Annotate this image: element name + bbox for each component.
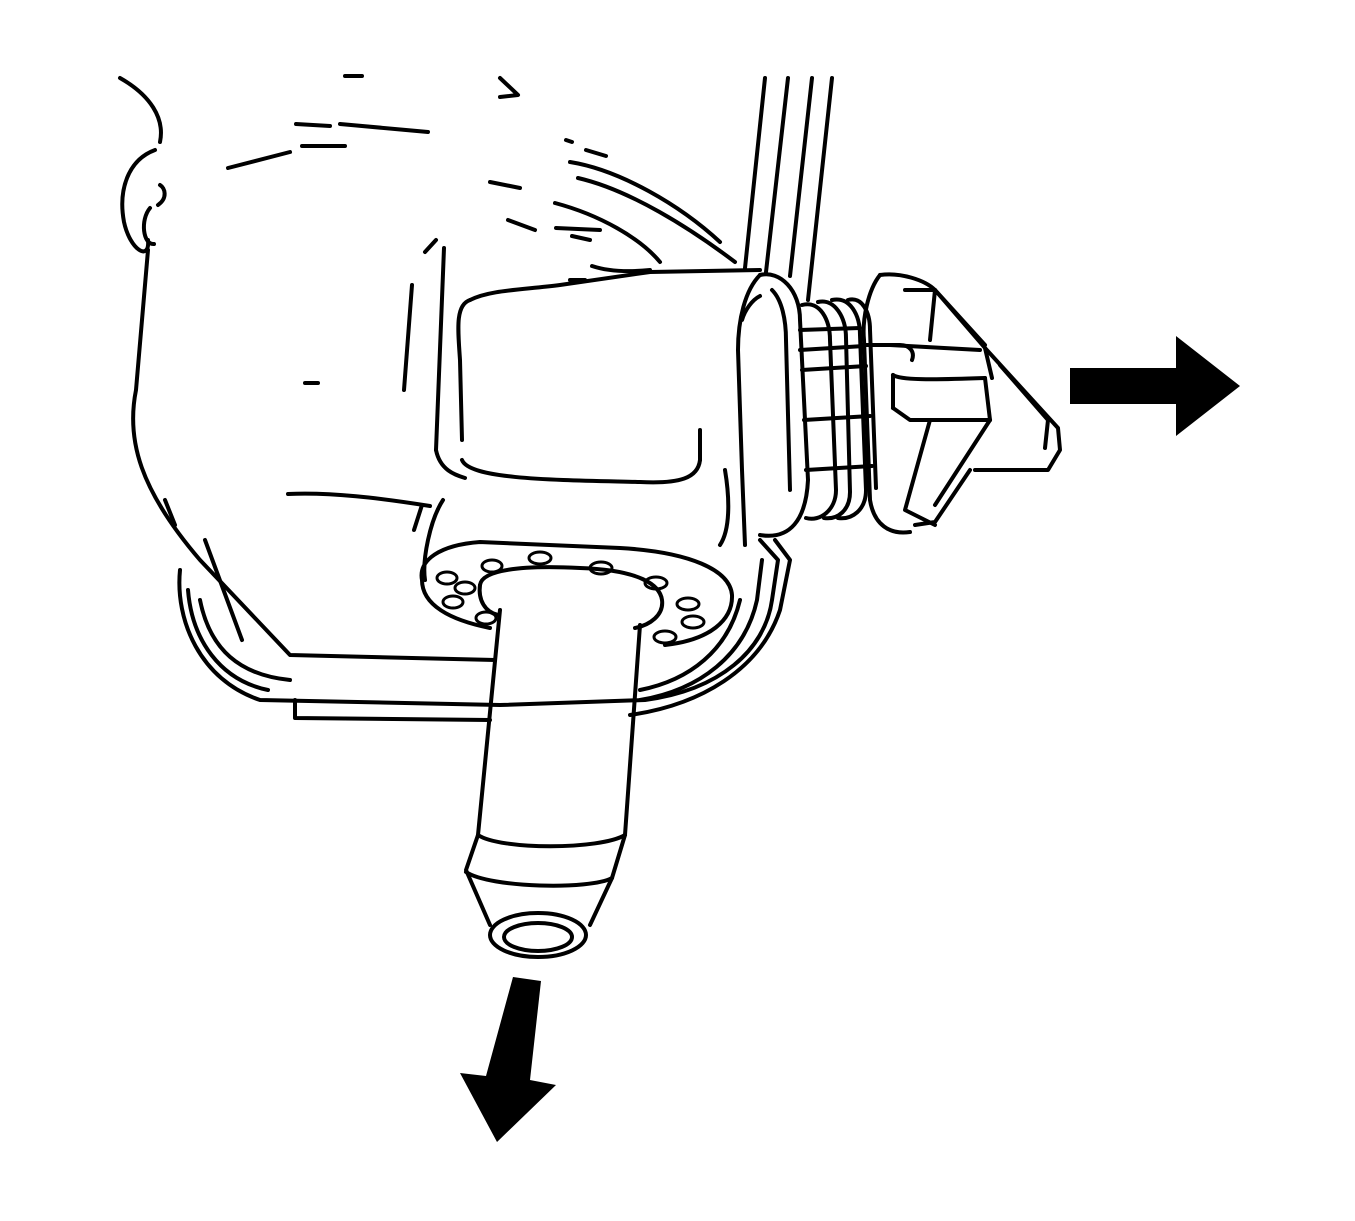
arrow-down [460,977,556,1142]
pan [177,538,792,722]
pipe-lines [743,76,834,302]
connector-body [412,268,762,582]
hex-head [860,272,1062,535]
housing [118,74,737,662]
bolt-holes [435,550,706,645]
threaded-plug [740,272,878,538]
arrow-right [1070,336,1240,436]
hole-ring [419,540,735,647]
tube-nozzle [464,608,642,959]
